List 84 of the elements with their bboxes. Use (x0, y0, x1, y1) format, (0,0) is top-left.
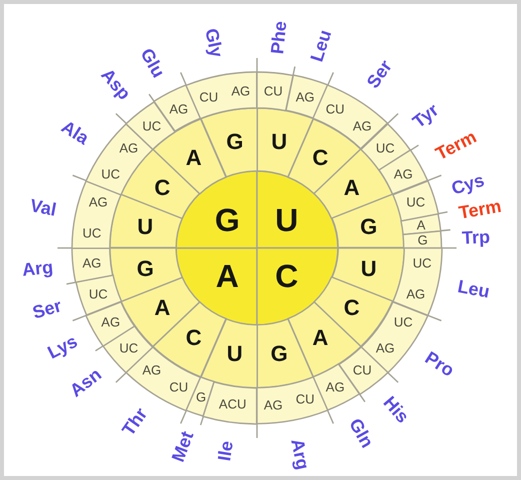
base-letter: A (186, 146, 202, 169)
codon-bases: AG (169, 102, 188, 116)
codon-bases: AG (326, 380, 345, 394)
codon-bases: ACU (218, 398, 246, 411)
amino-acid-label: Arg (288, 437, 312, 472)
base-letter: U (137, 216, 154, 238)
outer-ring-segment (402, 230, 443, 249)
amino-acid-label: Val (28, 196, 58, 219)
base-letter: U (360, 258, 377, 280)
amino-acid-label: Ser (363, 56, 395, 92)
amino-acid-label: Trp (461, 228, 490, 248)
codon-bases: AG (88, 196, 108, 209)
center-quadrant (256, 247, 339, 326)
codon-bases: UC (101, 167, 120, 180)
codon-bases: AG (82, 256, 102, 270)
amino-acid-label: Lys (45, 332, 80, 362)
codon-bases: AG (119, 141, 138, 154)
amino-acid-label: Gln (346, 416, 376, 451)
codon-bases: UC (119, 342, 138, 355)
amino-acid-label: Glu (138, 45, 168, 80)
amino-acid-label: Asn (66, 364, 104, 400)
amino-acid-label: Thr (119, 404, 151, 440)
base-letter: C (344, 297, 360, 320)
base-letter: A (344, 176, 360, 199)
amino-acid-label: Arg (22, 258, 54, 279)
amino-acid-label: Ala (58, 117, 92, 148)
codon-bases: AG (376, 342, 395, 355)
center-quadrant (175, 170, 258, 249)
codon-bases: CU (169, 380, 188, 394)
base-letter: G (226, 130, 244, 153)
base-letter: C (186, 327, 202, 350)
inner-ring-segment (200, 318, 258, 389)
outer-ring-segment (74, 274, 122, 316)
base-letter: A (154, 297, 170, 320)
codon-bases: AG (296, 90, 315, 104)
codon-bases: UC (412, 256, 432, 270)
base-letter: A (216, 260, 239, 292)
codon-bases: UC (376, 141, 395, 154)
amino-acid-label: Met (168, 428, 196, 464)
codon-bases: UC (406, 196, 426, 209)
codon-bases: A (416, 218, 426, 232)
codon-bases: G (418, 234, 428, 247)
center-quadrant (175, 247, 258, 326)
codon-bases: AG (101, 316, 120, 329)
amino-acid-label: His (380, 392, 412, 426)
codon-bases: CU (326, 102, 345, 116)
amino-acid-label: Leu (456, 277, 491, 301)
codon-bases: UC (142, 119, 162, 132)
base-letter: U (271, 130, 288, 153)
codon-bases: CU (264, 84, 283, 98)
base-letter: G (270, 343, 288, 366)
amino-acid-label: Cys (450, 171, 486, 198)
amino-acid-label: Ser (30, 296, 64, 322)
base-letter: C (275, 260, 298, 292)
codon-bases: AG (406, 287, 426, 300)
codon-bases: UC (394, 316, 413, 329)
codon-bases: AG (142, 364, 162, 377)
base-letter: C (312, 146, 328, 169)
inner-ring-segment (200, 107, 258, 178)
amino-acid-label: Ile (214, 440, 236, 462)
base-letter: A (312, 327, 328, 350)
amino-acid-label: Gly (202, 26, 226, 59)
codon-bases: AG (264, 398, 283, 412)
base-letter: G (214, 204, 240, 236)
base-letter: G (360, 216, 378, 238)
codon-bases: AG (352, 119, 372, 132)
stop-codon-label: Term (456, 197, 502, 222)
codon-bases: CU (199, 90, 218, 104)
codon-bases: CU (352, 364, 372, 377)
base-letter: U (275, 204, 298, 236)
base-letter: G (136, 258, 154, 280)
amino-acid-label: Pro (422, 348, 458, 380)
codon-bases: AG (231, 84, 250, 98)
base-letter: U (226, 343, 243, 366)
amino-acid-label: Phe (268, 20, 290, 55)
base-letter: C (154, 176, 170, 199)
codon-bases: G (196, 390, 206, 404)
inner-ring-segment (330, 193, 405, 249)
amino-acid-label: Leu (308, 28, 335, 64)
codon-bases: CU (296, 392, 315, 406)
codon-bases: UC (82, 226, 102, 239)
codon-bases: UC (88, 287, 108, 300)
codon-bases: AG (394, 167, 413, 180)
amino-acid-label: Asp (98, 66, 134, 104)
